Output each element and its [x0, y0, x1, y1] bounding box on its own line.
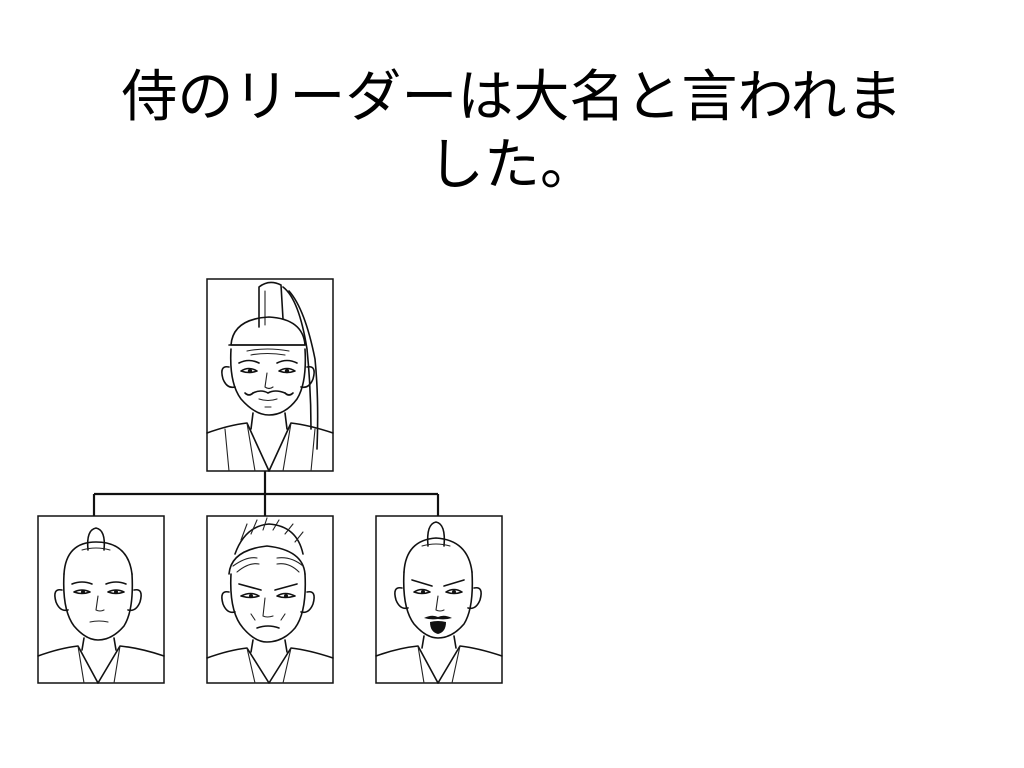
daimyo-card-frame: [206, 278, 334, 472]
samurai-card-center: [206, 515, 334, 684]
daimyo-card: [206, 278, 334, 472]
samurai-card-left: [37, 515, 165, 684]
samurai-card-right: [375, 515, 503, 684]
title-line-2: した。: [428, 133, 596, 198]
connector-lines: [92, 471, 440, 516]
title-line-1: 侍のリーダーは大名と言われま: [121, 65, 903, 130]
slide-title: 侍のリーダーは大名と言われま した。: [60, 64, 964, 200]
samurai-card-center-frame: [206, 515, 334, 684]
samurai-card-right-frame: [375, 515, 503, 684]
samurai-card-left-frame: [37, 515, 165, 684]
